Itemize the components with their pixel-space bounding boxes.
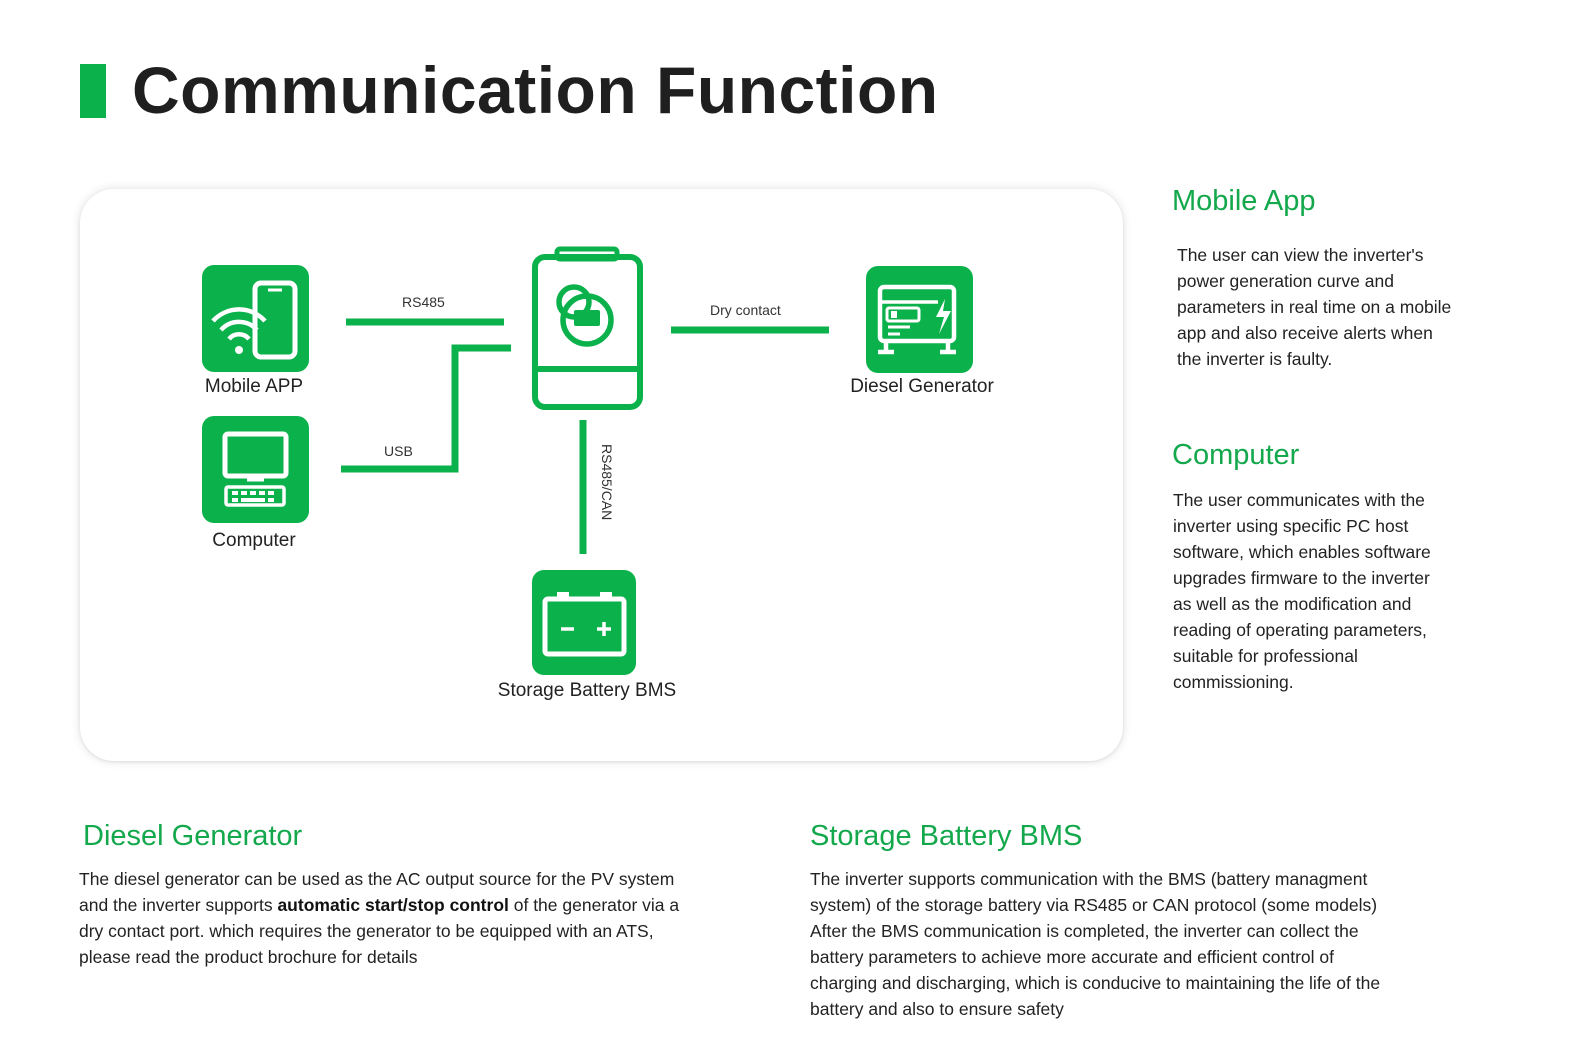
diesel-generator-heading: Diesel Generator — [83, 820, 303, 852]
link-dry-contact-label: Dry contact — [710, 302, 781, 318]
mobile-wifi-icon — [202, 265, 309, 372]
storage-battery-line: battery parameters to achieve more accur… — [810, 947, 1334, 967]
storage-battery-description: The inverter supports communication with… — [810, 866, 1380, 1022]
storage-battery-line: system) of the storage battery via RS485… — [810, 895, 1378, 915]
diesel-generator-text: of the generator via a — [508, 895, 680, 915]
diesel-generator-line: The diesel generator can be used as the … — [79, 869, 675, 889]
diesel-generator-label: Diesel Generator — [850, 376, 994, 397]
storage-battery-heading: Storage Battery BMS — [810, 820, 1083, 852]
storage-battery-line: charging and discharging, which is condu… — [810, 973, 1381, 993]
mobile-app-heading: Mobile App — [1172, 185, 1316, 217]
storage-battery-label: Storage Battery BMS — [498, 680, 676, 701]
diesel-generator-line: please read the product brochure for det… — [79, 947, 418, 967]
mobile-app-line: power generation curve and — [1177, 271, 1394, 291]
computer-line: as well as the modification and — [1173, 594, 1412, 614]
title-accent-bar — [80, 64, 106, 118]
computer-line: The user communicates with the — [1173, 490, 1425, 510]
storage-battery-line: battery and also to ensure safety — [810, 999, 1064, 1019]
auto-start-stop-emphasis: automatic start/stop control — [277, 895, 509, 915]
computer-line: commissioning. — [1173, 672, 1294, 692]
mobile-app-line: the inverter is faulty. — [1177, 349, 1333, 369]
computer-line: suitable for professional — [1173, 646, 1358, 666]
mobile-app-label: Mobile APP — [205, 376, 303, 397]
diesel-generator-description: The diesel generator can be used as the … — [79, 866, 679, 970]
computer-line: upgrades firmware to the inverter — [1173, 568, 1430, 588]
link-usb-label: USB — [384, 443, 413, 459]
storage-battery-line: The inverter supports communication with… — [810, 869, 1368, 889]
diesel-generator-node: Diesel Generator — [850, 266, 994, 397]
computer-node: Computer — [202, 416, 309, 551]
storage-battery-node: Storage Battery BMS — [498, 570, 676, 701]
computer-line: inverter using specific PC host — [1173, 516, 1409, 536]
communication-diagram: RS485 USB Dry contact RS485/CAN Mobile A… — [80, 189, 1123, 761]
mobile-app-line: The user can view the inverter's — [1177, 245, 1424, 265]
diesel-generator-line: and the inverter supports automatic star… — [79, 892, 679, 918]
computer-heading: Computer — [1172, 439, 1300, 471]
link-rs485-label: RS485 — [402, 294, 445, 310]
computer-line: software, which enables software — [1173, 542, 1431, 562]
mobile-app-line: parameters in real time on a mobile — [1177, 297, 1452, 317]
mobile-app-node: Mobile APP — [202, 265, 309, 397]
diesel-generator-text: and the inverter supports — [79, 895, 278, 915]
page-title: Communication Function — [132, 53, 939, 127]
diesel-generator-line: dry contact port. which requires the gen… — [79, 921, 654, 941]
computer-label: Computer — [212, 530, 296, 551]
computer-description: The user communicates with the inverter … — [1173, 487, 1431, 695]
storage-battery-line: After the BMS communication is completed… — [810, 921, 1359, 941]
computer-line: reading of operating parameters, — [1173, 620, 1427, 640]
link-rs485-can-label: RS485/CAN — [599, 444, 615, 520]
inverter-icon — [532, 246, 643, 410]
mobile-app-line: app and also receive alerts when — [1177, 323, 1433, 343]
diagram-canvas: RS485 USB Dry contact RS485/CAN Mobile A… — [202, 246, 994, 701]
diesel-generator-icon — [866, 266, 973, 373]
battery-icon — [532, 570, 636, 675]
mobile-app-description: The user can view the inverter's power g… — [1177, 242, 1451, 372]
computer-icon — [202, 416, 309, 523]
link-usb-line — [341, 344, 511, 473]
